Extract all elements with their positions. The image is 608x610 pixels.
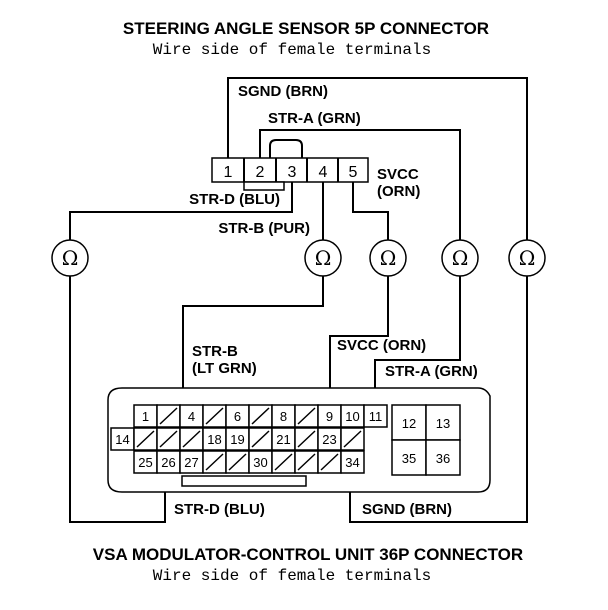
unused-pin-slash	[343, 430, 362, 448]
unused-pin-slash	[251, 407, 270, 425]
pin-label: 19	[230, 432, 244, 447]
ohm-symbol: Ω	[315, 246, 332, 270]
ohmmeter-icon	[508, 239, 546, 277]
unused-pin-slash	[182, 430, 201, 448]
pin-label: 6	[234, 409, 241, 424]
pin-label: 14	[115, 432, 129, 447]
label-svcc-top-line2: (ORN)	[377, 183, 420, 200]
ohmmeters: Ω Ω Ω Ω Ω	[51, 239, 546, 277]
label-bg	[236, 80, 386, 100]
pin-label: 13	[436, 416, 450, 431]
ohm-symbol: Ω	[62, 246, 79, 270]
wire-strd-top	[69, 182, 293, 240]
bottom-connector-subtitle: Wire side of female terminals	[153, 567, 431, 585]
unused-pin-slash	[205, 407, 224, 425]
pin-label: 1	[142, 409, 149, 424]
unused-pin-slash	[251, 430, 270, 448]
ohm-symbol: Ω	[380, 246, 397, 270]
top-connector-subtitle: Wire side of female terminals	[153, 41, 431, 59]
label-svcc-bottom: SVCC (ORN)	[337, 337, 426, 354]
pin-label: 27	[184, 455, 198, 470]
unused-pin-slash	[136, 430, 155, 448]
wire-strb-bottom	[182, 276, 324, 440]
label-svcc-top-line1: SVCC	[377, 166, 419, 183]
ohmmeter-icon	[369, 239, 407, 277]
wire-svcc-top	[352, 182, 389, 240]
unused-pin-slash	[228, 453, 247, 471]
pin-label: 4	[319, 164, 328, 181]
unused-pin-slash	[205, 453, 224, 471]
pin-label: 5	[349, 164, 358, 181]
pin-cell	[363, 404, 388, 428]
unused-pin-slash	[297, 453, 316, 471]
unused-pin-slash	[320, 453, 339, 471]
pin-label: 26	[161, 455, 175, 470]
pin-label: 8	[280, 409, 287, 424]
unused-pin-slash	[159, 407, 178, 425]
pin-label: 2	[256, 164, 265, 181]
pin-label: 10	[345, 409, 359, 424]
steering-angle-sensor-5p-connector: 1 2 3 4 5	[211, 157, 369, 191]
label-strb-bottom-line1: STR-B	[192, 343, 238, 360]
pin-cell	[425, 439, 461, 476]
wire-stra-top	[259, 129, 461, 240]
pin-label: 36	[436, 451, 450, 466]
ohmmeter-icon	[304, 239, 342, 277]
pin-label: 23	[322, 432, 336, 447]
ohmmeter-icon	[51, 239, 89, 277]
wire-sgnd-top	[227, 77, 528, 240]
pin-label: 21	[276, 432, 290, 447]
pin-cell	[340, 450, 365, 474]
unused-pin-slash	[274, 453, 293, 471]
label-strd-top: STR-D (BLU)	[189, 191, 280, 208]
top-connector-title: STEERING ANGLE SENSOR 5P CONNECTOR	[123, 19, 489, 38]
label-strd-bottom: STR-D (BLU)	[174, 501, 265, 518]
pin-label: 12	[402, 416, 416, 431]
wire-sgnd-bottom	[349, 276, 528, 523]
pin-label: 35	[402, 451, 416, 466]
jumper-2-3	[269, 139, 303, 158]
pin-label: 4	[188, 409, 195, 424]
pin-label: 30	[253, 455, 267, 470]
pin-label: 18	[207, 432, 221, 447]
pin-label: 3	[288, 164, 297, 181]
label-strb-bottom-line2: (LT GRN)	[192, 360, 257, 377]
ohm-symbol: Ω	[452, 246, 469, 270]
label-stra-bottom: STR-A (GRN)	[385, 363, 478, 380]
label-stra-top: STR-A (GRN)	[268, 110, 361, 127]
ohmmeter-icon	[441, 239, 479, 277]
pin-label: 34	[345, 455, 359, 470]
pin-label: 11	[369, 409, 383, 424]
unused-pin-slash	[159, 430, 178, 448]
label-bg	[172, 498, 294, 518]
connector-5p-body	[211, 157, 369, 183]
wire-strd-bottom	[69, 276, 166, 523]
label-sgnd-top: SGND (BRN)	[238, 83, 328, 100]
wire-svcc-bottom	[329, 276, 389, 415]
label-strb-top: STR-B (PUR)	[218, 220, 310, 237]
label-sgnd-bottom: SGND (BRN)	[362, 501, 452, 518]
unused-pin-slash	[297, 407, 316, 425]
pin-label: 25	[138, 455, 152, 470]
pin-label: 9	[326, 409, 333, 424]
unused-pin-slash	[297, 430, 316, 448]
ohm-symbol: Ω	[519, 246, 536, 270]
label-bg	[358, 498, 482, 518]
connector-36p-lock	[181, 475, 307, 487]
label-bg	[266, 107, 392, 127]
pin-label: 1	[224, 164, 233, 181]
bottom-connector-title: VSA MODULATOR-CONTROL UNIT 36P CONNECTOR	[93, 545, 523, 564]
connector-5p-lock	[243, 181, 285, 191]
